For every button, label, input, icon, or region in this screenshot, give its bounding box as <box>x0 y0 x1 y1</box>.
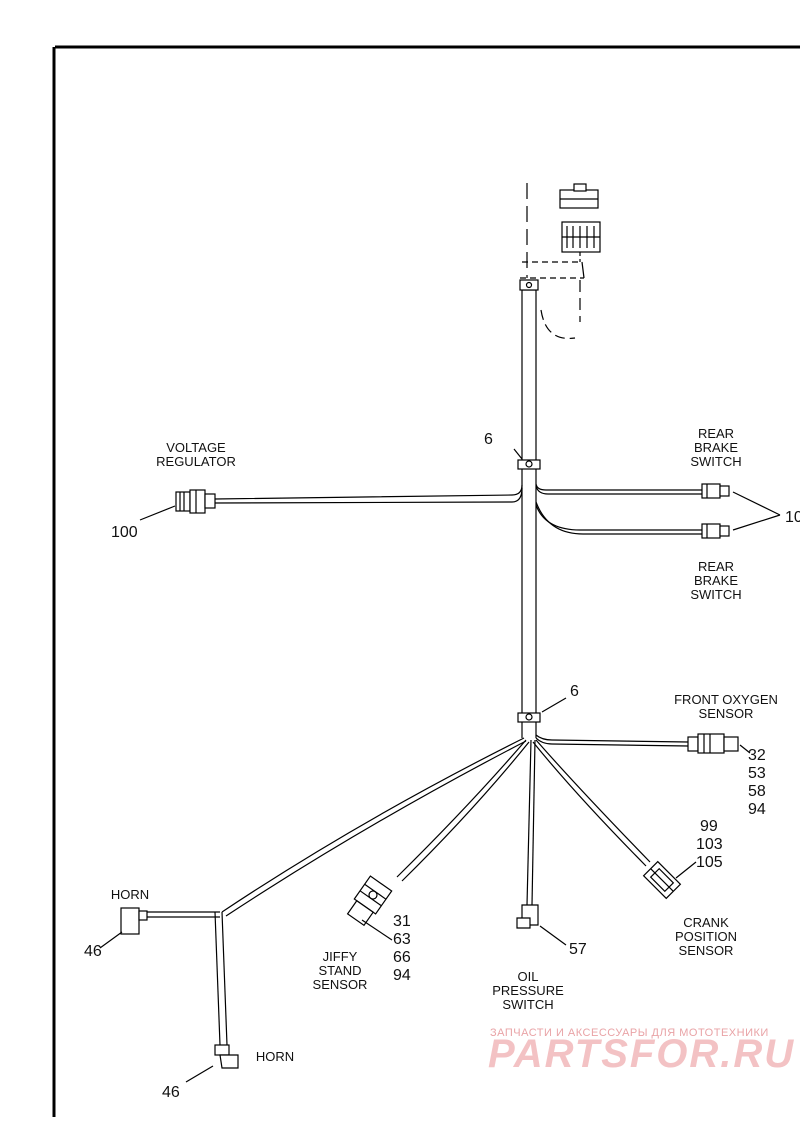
page-frame <box>52 45 800 1117</box>
jiffy-stand-sensor-branch <box>346 739 530 941</box>
jiffy-stand-sensor-label-line1: JIFFY <box>323 949 358 964</box>
rear-brake-switch-bottom-label-line3: SWITCH <box>690 587 741 602</box>
callout-front-oxygen-sensor-2: 53 <box>748 765 766 782</box>
callout-horn-upper: 46 <box>84 943 102 960</box>
callout-jiffy-stand-sensor-2: 63 <box>393 931 411 948</box>
crank-position-sensor-label-line1: CRANK <box>683 915 729 930</box>
oil-pressure-switch-label-line2: PRESSURE <box>492 983 564 998</box>
callout-clip-lower: 6 <box>570 683 579 700</box>
watermark-tagline: ЗАПЧАСТИ И АКСЕССУАРЫ ДЛЯ МОТОТЕХНИКИ <box>490 1027 769 1039</box>
rear-brake-switch-top-label-line1: REAR <box>698 426 734 441</box>
callout-jiffy-stand-sensor-3: 66 <box>393 949 411 966</box>
callout-jiffy-stand-sensor-4: 94 <box>393 967 411 984</box>
front-oxygen-sensor-branch <box>535 733 751 754</box>
rear-brake-switch-bottom-label-line1: REAR <box>698 559 734 574</box>
harness-trunk <box>521 289 537 738</box>
callout-front-oxygen-sensor-3: 58 <box>748 783 766 800</box>
callout-front-oxygen-sensor-1: 32 <box>748 747 766 764</box>
main-connector-assembly <box>520 183 601 340</box>
oil-pressure-switch-label-line1: OIL <box>518 969 539 984</box>
callout-voltage-regulator: 100 <box>111 524 138 541</box>
horn-upper-label: HORN <box>111 887 149 902</box>
clip-top <box>519 279 539 291</box>
horn-branch <box>99 737 527 1083</box>
clip-lower <box>517 697 567 723</box>
horn-lower-label: HORN <box>256 1049 294 1064</box>
clip-upper <box>513 448 541 470</box>
oil-pressure-switch-branch <box>516 739 567 946</box>
voltage-regulator-branch <box>139 484 523 521</box>
crank-position-sensor-label-line3: SENSOR <box>679 943 734 958</box>
voltage-regulator-label-line1: VOLTAGE <box>166 440 226 455</box>
front-oxygen-sensor-label-line2: SENSOR <box>699 706 754 721</box>
oil-pressure-switch-label-line3: SWITCH <box>502 997 553 1012</box>
rear-brake-switch-branches <box>535 483 781 539</box>
voltage-regulator-label-line2: REGULATOR <box>156 454 236 469</box>
callout-horn-lower: 46 <box>162 1084 180 1101</box>
rear-brake-switch-top-label-line3: SWITCH <box>690 454 741 469</box>
callout-clip-upper: 6 <box>484 431 493 448</box>
crank-position-sensor-branch <box>532 739 697 900</box>
callout-crank-position-sensor-2: 103 <box>696 836 723 853</box>
callout-oil-pressure-switch: 57 <box>569 941 587 958</box>
watermark-brand: PARTSFOR.RU <box>488 1032 795 1076</box>
jiffy-stand-sensor-label-line2: STAND <box>318 963 361 978</box>
crank-position-sensor-label-line2: POSITION <box>675 929 737 944</box>
callout-crank-position-sensor-1: 99 <box>700 818 718 835</box>
rear-brake-switch-top-label-line2: BRAKE <box>694 440 738 455</box>
callout-jiffy-stand-sensor-1: 31 <box>393 913 411 930</box>
callout-crank-position-sensor-3: 105 <box>696 854 723 871</box>
callout-front-oxygen-sensor-4: 94 <box>748 801 766 818</box>
callout-rear-brake-switch: 10 <box>785 509 800 526</box>
front-oxygen-sensor-label-line1: FRONT OXYGEN <box>674 692 778 707</box>
rear-brake-switch-bottom-label-line2: BRAKE <box>694 573 738 588</box>
jiffy-stand-sensor-label-line3: SENSOR <box>313 977 368 992</box>
